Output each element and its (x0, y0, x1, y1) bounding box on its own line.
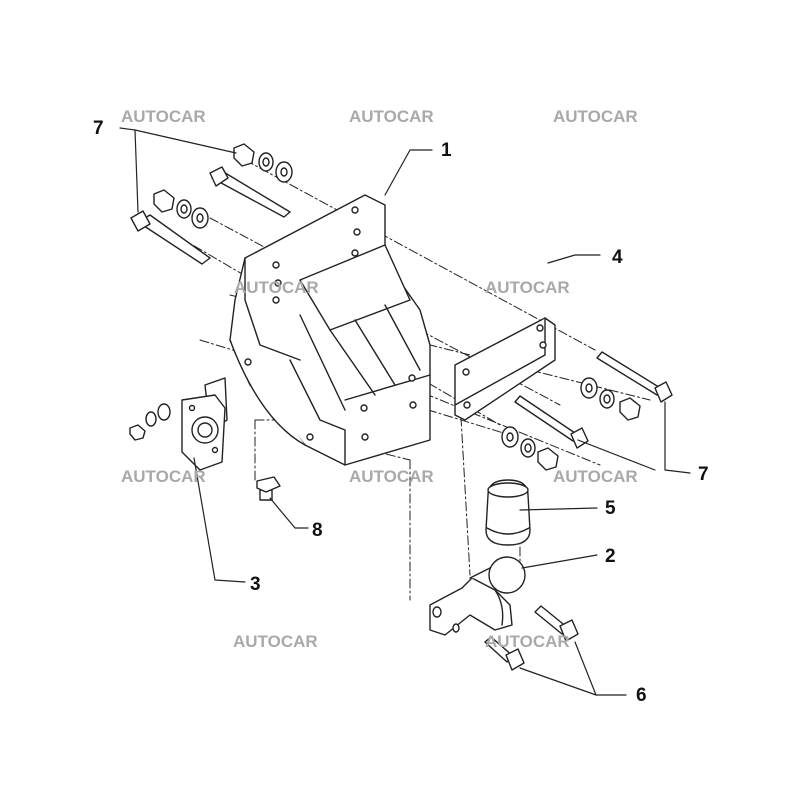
part-label: 1 (441, 140, 452, 161)
main-bracket (229, 194, 431, 466)
ball-bolts (484, 605, 579, 671)
tow-ball (429, 556, 526, 636)
bolt-right-upper (596, 351, 673, 403)
watermark-text: AUTOCAR (349, 107, 434, 126)
socket-plate (181, 377, 228, 471)
watermark-text: AUTOCAR (233, 632, 318, 651)
part-label: 7 (698, 464, 709, 485)
part-label: 6 (636, 685, 647, 706)
back-plate (454, 317, 556, 421)
bolt-left-lower (130, 210, 211, 265)
part-label: 4 (612, 247, 623, 268)
watermark-text: AUTOCAR (349, 467, 434, 486)
part-label: 7 (93, 118, 104, 139)
watermark-text: AUTOCAR (121, 467, 206, 486)
watermark-text: AUTOCAR (121, 107, 206, 126)
watermark-text: AUTOCAR (234, 278, 319, 297)
part-label: 2 (605, 546, 616, 567)
nuts-washers-right (501, 377, 641, 471)
watermark-text: AUTOCAR (553, 467, 638, 486)
part-label: 8 (312, 520, 323, 541)
small-bolt (256, 476, 281, 501)
ball-cap (485, 479, 531, 546)
watermark-text: AUTOCAR (553, 107, 638, 126)
bolt-left-upper (209, 166, 291, 218)
watermarks: AUTOCAR AUTOCAR AUTOCAR AUTOCAR AUTOCAR … (121, 107, 638, 651)
socket-nuts (129, 403, 171, 441)
leader-lines (119, 127, 691, 696)
watermark-text: AUTOCAR (485, 632, 570, 651)
part-labels: 1 2 3 4 5 6 7 7 8 (93, 118, 709, 706)
watermark-text: AUTOCAR (485, 278, 570, 297)
bolt-right-lower (514, 395, 589, 449)
part-label: 5 (605, 498, 616, 519)
nuts-washers-upper-left (153, 143, 293, 229)
part-label: 3 (250, 574, 261, 595)
